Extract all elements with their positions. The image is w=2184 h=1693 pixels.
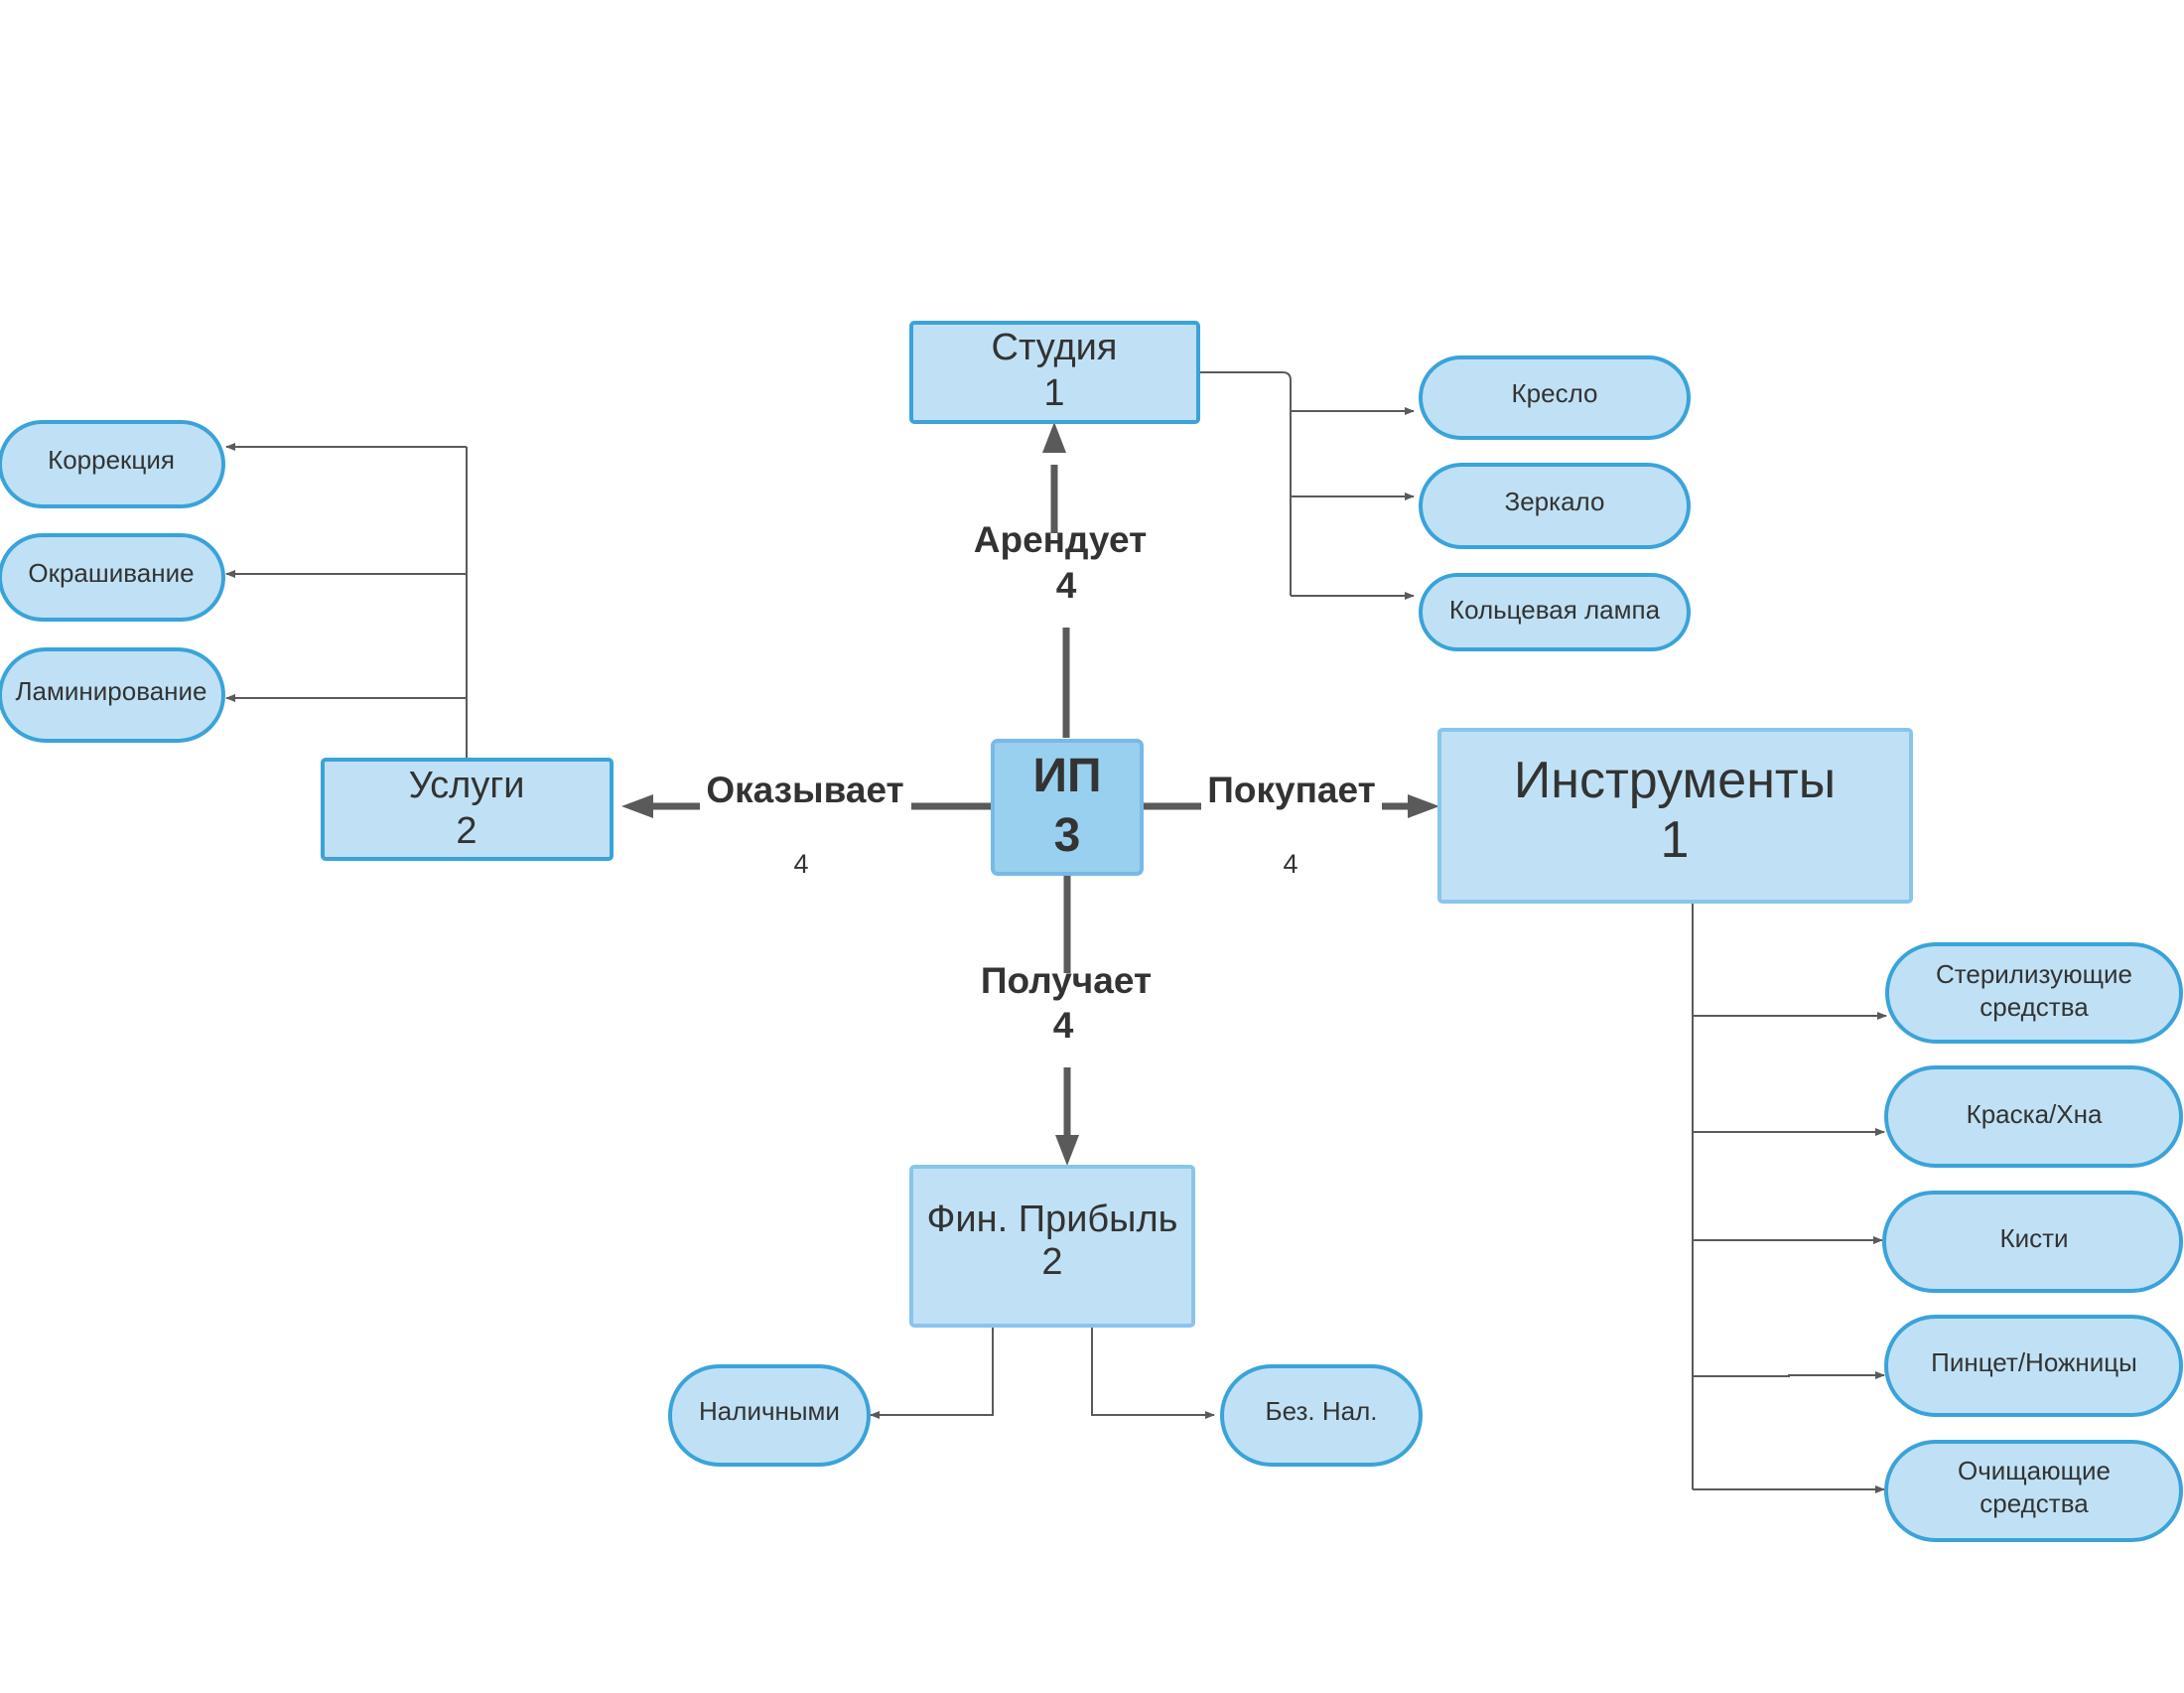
pill-bez-nal[interactable]: Без. Нал.	[1220, 1364, 1423, 1467]
pill-pintset-label: Пинцет/Ножницы	[1931, 1347, 2137, 1377]
pill-kreslo[interactable]: Кресло	[1419, 355, 1691, 440]
edge-label-poluchaet: Получает	[981, 960, 1152, 1001]
pill-korrektsiya-label: Коррекция	[48, 445, 175, 475]
edge-arenduet: Арендует 4	[974, 519, 1148, 606]
pill-sterilizuyushchie[interactable]: Стерилизующие средства	[1885, 942, 2183, 1044]
pill-sterilizuyushchie-line2: средства	[1979, 992, 2089, 1022]
pill-kisti[interactable]: Кисти	[1882, 1191, 2183, 1293]
node-instrumenty-title: Инструменты	[1514, 752, 1836, 809]
edge-number-pokupaet: 4	[1283, 849, 1297, 879]
pill-ochishchayushchie[interactable]: Очищающие средства	[1884, 1440, 2183, 1542]
pill-laminirovanie[interactable]: Ламинирование	[0, 647, 225, 743]
edge-number-okazyvaet: 4	[793, 849, 808, 879]
pill-pintset-nozhnitsy[interactable]: Пинцет/Ножницы	[1884, 1315, 2183, 1417]
pill-ochishchayushchie-line2: средства	[1979, 1488, 2089, 1518]
pill-koltsevaya-lampa[interactable]: Кольцевая лампа	[1419, 573, 1691, 651]
pill-kraska-khna[interactable]: Краска/Хна	[1884, 1065, 2183, 1168]
edge-number-poluchaet: 4	[1053, 1005, 1074, 1046]
pill-kreslo-label: Кресло	[1512, 378, 1598, 408]
pill-kraska-label: Краска/Хна	[1967, 1099, 2103, 1129]
pill-okrashivanie[interactable]: Окрашивание	[0, 533, 225, 622]
pill-okrashivanie-label: Окрашивание	[28, 558, 194, 588]
node-studio-number: 1	[1043, 372, 1064, 414]
node-studio-title: Студия	[992, 327, 1118, 368]
pill-nalichnymi-label: Наличными	[699, 1396, 840, 1426]
node-fin-number: 2	[1041, 1241, 1062, 1283]
edge-label-okazyvaet: Оказывает	[706, 770, 903, 810]
edge-pokupaet: Покупает 4	[1207, 770, 1375, 879]
node-uslugi-title: Услуги	[409, 765, 525, 806]
pill-nalichnymi[interactable]: Наличными	[668, 1364, 871, 1467]
instrumenty-branches	[1692, 903, 1887, 1493]
edge-number-arenduet: 4	[1056, 565, 1077, 606]
node-ip-number: 3	[1054, 809, 1081, 862]
uslugi-branches	[225, 443, 468, 760]
node-instrumenty-number: 1	[1661, 811, 1690, 869]
node-ip[interactable]: ИП 3	[991, 739, 1144, 876]
node-instrumenty[interactable]: Инструменты 1	[1437, 728, 1913, 904]
pill-lampa-label: Кольцевая лампа	[1449, 595, 1661, 625]
pill-laminirovanie-label: Ламинирование	[15, 676, 206, 706]
thick-connectors	[621, 422, 1439, 1166]
edge-label-arenduet: Арендует	[974, 519, 1148, 560]
edge-label-pokupaet: Покупает	[1207, 770, 1375, 810]
studio-branches	[1198, 371, 1415, 600]
pill-zerkalo-label: Зеркало	[1505, 487, 1605, 516]
pill-sterilizuyushchie-line1: Стерилизующие	[1936, 959, 2132, 989]
fin-branches	[870, 1327, 1215, 1419]
node-fin-title: Фин. Прибыль	[927, 1199, 1178, 1240]
node-uslugi-number: 2	[456, 810, 477, 852]
node-ip-title: ИП	[1033, 750, 1102, 802]
node-fin-pribyl[interactable]: Фин. Прибыль 2	[909, 1165, 1195, 1328]
node-uslugi[interactable]: Услуги 2	[321, 758, 614, 861]
edge-okazyvaet: Оказывает 4	[706, 770, 903, 879]
pill-korrektsiya[interactable]: Коррекция	[0, 420, 225, 508]
node-studio[interactable]: Студия 1	[909, 321, 1200, 424]
pill-ochishchayushchie-line1: Очищающие	[1958, 1456, 2111, 1485]
edge-poluchaet: Получает 4	[981, 960, 1152, 1046]
pill-bez-nal-label: Без. Нал.	[1266, 1396, 1378, 1426]
pill-kisti-label: Кисти	[1999, 1223, 2068, 1253]
pill-zerkalo[interactable]: Зеркало	[1419, 463, 1691, 549]
